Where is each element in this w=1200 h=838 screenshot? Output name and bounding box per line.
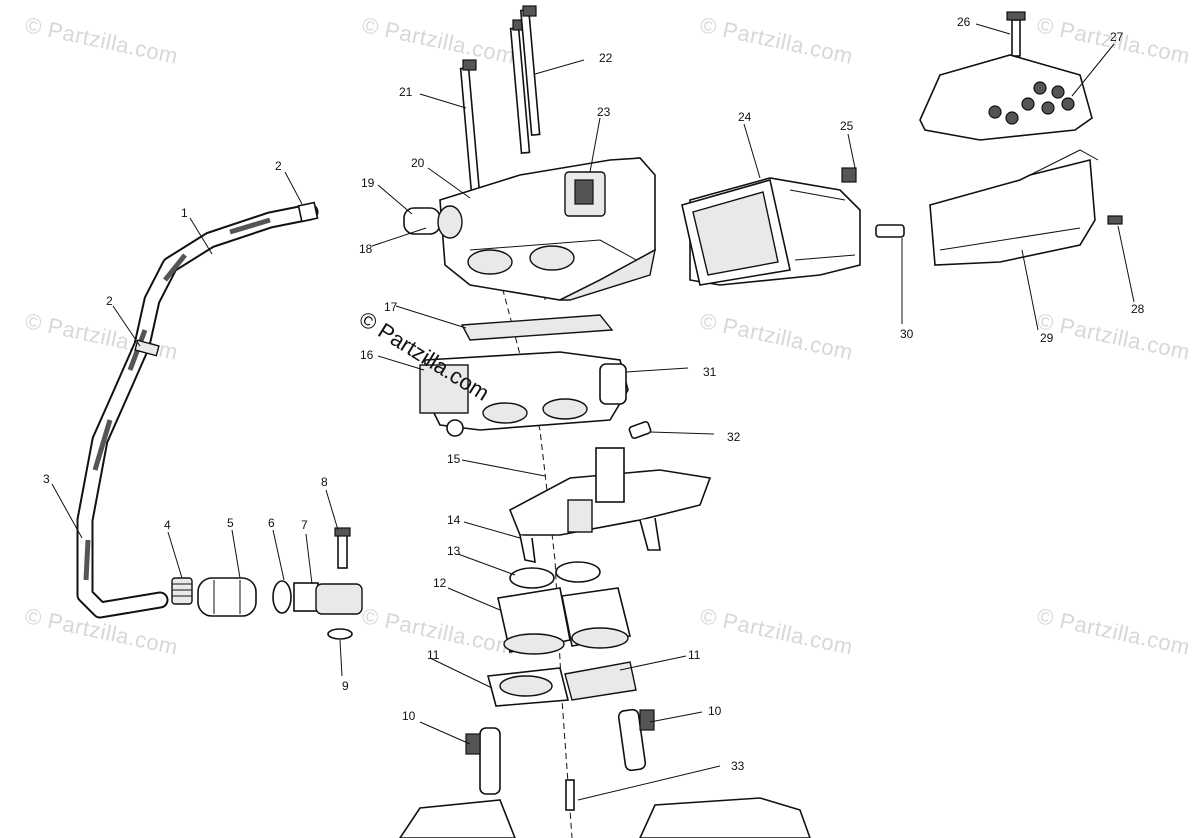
intake-boots: [497, 587, 631, 655]
breather-fittings: [171, 527, 363, 640]
breather-hose: [76, 201, 319, 619]
callout-20: 20: [411, 156, 425, 170]
callout-9: 9: [342, 679, 349, 693]
callout-23: 23: [597, 105, 611, 119]
callout-11b: 11: [688, 648, 701, 662]
fuel-injectors: [465, 708, 655, 795]
callout-1: 1: [181, 206, 188, 220]
callout-17: 17: [384, 300, 398, 314]
callout-2b: 2: [106, 294, 113, 308]
callout-5: 5: [227, 516, 234, 530]
o-ring: [555, 561, 601, 583]
leader-lines: [51, 23, 1135, 801]
callout-3: 3: [43, 472, 50, 486]
callout-28: 28: [1131, 302, 1145, 316]
callout-11: 11: [427, 648, 440, 662]
callout-24: 24: [738, 110, 752, 124]
callout-2: 2: [275, 159, 282, 173]
callout-10: 10: [402, 709, 416, 723]
callout-26: 26: [957, 15, 971, 29]
callout-4: 4: [164, 518, 171, 532]
o-ring: [509, 567, 555, 589]
intake-duct: [681, 167, 861, 286]
air-plenum: [403, 157, 656, 301]
callout-10b: 10: [708, 704, 722, 718]
callout-6: 6: [268, 516, 275, 530]
callout-7: 7: [301, 518, 308, 532]
callout-14: 14: [447, 513, 461, 527]
callout-15: 15: [447, 452, 461, 466]
cylinder-head: [399, 799, 516, 838]
callout-25: 25: [840, 119, 854, 133]
callout-22: 22: [599, 51, 613, 65]
callout-27: 27: [1110, 30, 1124, 44]
throttle-body: [419, 351, 629, 437]
callout-19: 19: [361, 176, 375, 190]
callout-30: 30: [900, 327, 914, 341]
screw: [565, 779, 575, 811]
callout-29: 29: [1040, 331, 1054, 345]
plenum-gasket: [460, 314, 614, 341]
callout-33: 33: [731, 759, 745, 773]
callout-16: 16: [360, 348, 374, 362]
fuel-rail: [508, 420, 712, 564]
airbox-assembly: [875, 11, 1123, 266]
callout-32: 32: [727, 430, 741, 444]
callout-18: 18: [359, 242, 373, 256]
long-bolts: [459, 5, 541, 197]
callout-labels: 1 2 2 3 4 5 6 7 8 9 10 10 11 11 12 13 14…: [43, 15, 1145, 773]
callout-31: 31: [703, 365, 717, 379]
assembly-axis: [494, 259, 573, 838]
callout-12: 12: [433, 576, 447, 590]
intake-flanges: [486, 661, 637, 707]
callout-8: 8: [321, 475, 328, 489]
cylinder-head: [639, 797, 811, 838]
callout-21: 21: [399, 85, 413, 99]
callout-13: 13: [447, 544, 461, 558]
